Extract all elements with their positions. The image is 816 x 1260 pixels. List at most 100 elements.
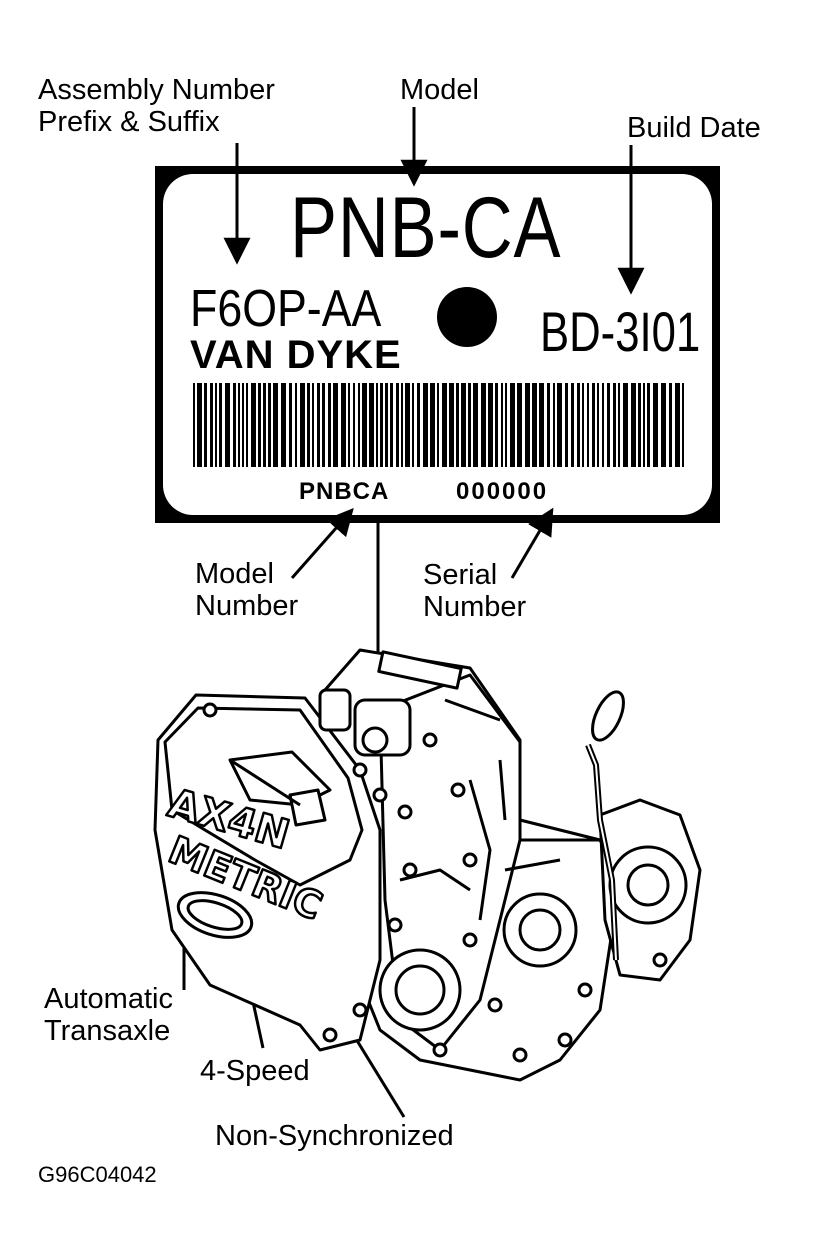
- tag-plant-name: VAN DYKE: [190, 333, 402, 377]
- barcode-bar: [369, 383, 374, 467]
- barcode-bar: [587, 383, 589, 467]
- barcode-bar: [405, 383, 410, 467]
- barcode-bar: [647, 383, 650, 467]
- barcode-bar: [215, 383, 217, 467]
- barcode-bar: [461, 383, 466, 467]
- barcode-bar: [242, 383, 244, 467]
- barcode-bar: [582, 383, 584, 467]
- barcode-bar: [481, 383, 486, 467]
- barcode-bar: [577, 383, 580, 467]
- barcode-bar: [219, 383, 222, 467]
- barcode-bar: [258, 383, 261, 467]
- barcode-bar: [295, 383, 297, 467]
- barcode-bar: [661, 383, 666, 467]
- barcode-bar: [197, 383, 202, 467]
- barcode-bar: [246, 383, 248, 467]
- barcode-bar: [263, 383, 266, 467]
- barcode-bar: [631, 383, 636, 467]
- barcode-bar: [300, 383, 305, 467]
- barcode-bar: [495, 383, 498, 467]
- barcode-bar: [233, 383, 236, 467]
- barcode-bar: [505, 383, 507, 467]
- barcode-bar: [328, 383, 331, 467]
- barcode: [193, 383, 684, 467]
- barcode-bar: [571, 383, 574, 467]
- non-synchronized-label: Non-Synchronized: [215, 1120, 454, 1152]
- barcode-bar: [380, 383, 383, 467]
- barcode-bar: [268, 383, 271, 467]
- barcode-bar: [501, 383, 503, 467]
- serial-number-arrow: [510, 507, 554, 579]
- transaxle-drawing: AX4N METRIC: [153, 648, 702, 1082]
- assembly-number-label-line2: Prefix & Suffix: [38, 106, 220, 138]
- barcode-bar: [210, 383, 213, 467]
- tag-dot: [437, 287, 497, 347]
- barcode-bar: [312, 383, 314, 467]
- barcode-bar: [553, 383, 555, 467]
- barcode-bar: [510, 383, 515, 467]
- model-number-label: Model Number: [195, 558, 298, 622]
- barcode-bar: [348, 383, 350, 467]
- barcode-bar: [643, 383, 645, 467]
- barcode-bar: [273, 383, 278, 467]
- barcode-bar: [547, 383, 550, 467]
- tag-build-date: BD-3I01: [540, 300, 701, 363]
- barcode-bar: [430, 383, 435, 467]
- model-number-label-line2: Number: [195, 590, 299, 622]
- barcode-bar: [456, 383, 459, 467]
- barcode-bar: [442, 383, 447, 467]
- tag-model-number: PNBCA: [299, 478, 390, 505]
- barcode-bar: [488, 383, 493, 467]
- barcode-bar: [557, 383, 562, 467]
- barcode-bar: [225, 383, 230, 467]
- barcode-bar: [362, 383, 367, 467]
- automatic-transaxle-label: Automatic Transaxle: [44, 983, 173, 1047]
- barcode-bar: [307, 383, 310, 467]
- dipstick-handle: [591, 690, 625, 742]
- barcode-bar: [423, 383, 428, 467]
- barcode-bar: [592, 383, 595, 467]
- barcode-bar: [358, 383, 360, 467]
- barcode-bar: [412, 383, 414, 467]
- figure-id: G96C04042: [38, 1162, 157, 1187]
- barcode-bar: [353, 383, 355, 467]
- barcode-bar: [682, 383, 684, 467]
- barcode-bar: [638, 383, 641, 467]
- barcode-bar: [653, 383, 658, 467]
- barcode-bar: [251, 383, 256, 467]
- barcode-bar: [437, 383, 439, 467]
- barcode-bar: [390, 383, 393, 467]
- barcode-bar: [376, 383, 378, 467]
- barcode-bar: [613, 383, 616, 467]
- assembly-number-label-line1: Assembly Number: [38, 74, 275, 106]
- model-number-label-line1: Model: [195, 558, 274, 590]
- barcode-bar: [449, 383, 454, 467]
- tag-assembly-number: F6OP-AA: [190, 280, 382, 338]
- barcode-bar: [333, 383, 338, 467]
- barcode-bar: [281, 383, 286, 467]
- barcode-bar: [597, 383, 599, 467]
- barcode-bar: [401, 383, 403, 467]
- tag-model: PNB-CA: [290, 180, 562, 276]
- barcode-bar: [525, 383, 530, 467]
- barcode-bar: [396, 383, 399, 467]
- barcode-bar: [468, 383, 471, 467]
- model-label: Model: [400, 74, 479, 106]
- automatic-transaxle-label-line2: Transaxle: [44, 1015, 171, 1047]
- barcode-bar: [204, 383, 207, 467]
- barcode-bar: [618, 383, 620, 467]
- serial-number-label-line1: Serial: [423, 559, 498, 591]
- assembly-number-label: Assembly Number Prefix & Suffix: [38, 74, 275, 138]
- four-speed-label: 4-Speed: [200, 1055, 310, 1087]
- barcode-bar: [341, 383, 346, 467]
- barcode-bar: [289, 383, 292, 467]
- serial-number-label-line2: Number: [423, 591, 527, 623]
- serial-number-label: Serial Number: [423, 559, 526, 623]
- build-date-label: Build Date: [627, 112, 761, 144]
- barcode-bar: [317, 383, 320, 467]
- barcode-bar: [322, 383, 325, 467]
- barcode-bar: [417, 383, 420, 467]
- automatic-transaxle-label-line1: Automatic: [44, 983, 173, 1015]
- barcode-bar: [238, 383, 240, 467]
